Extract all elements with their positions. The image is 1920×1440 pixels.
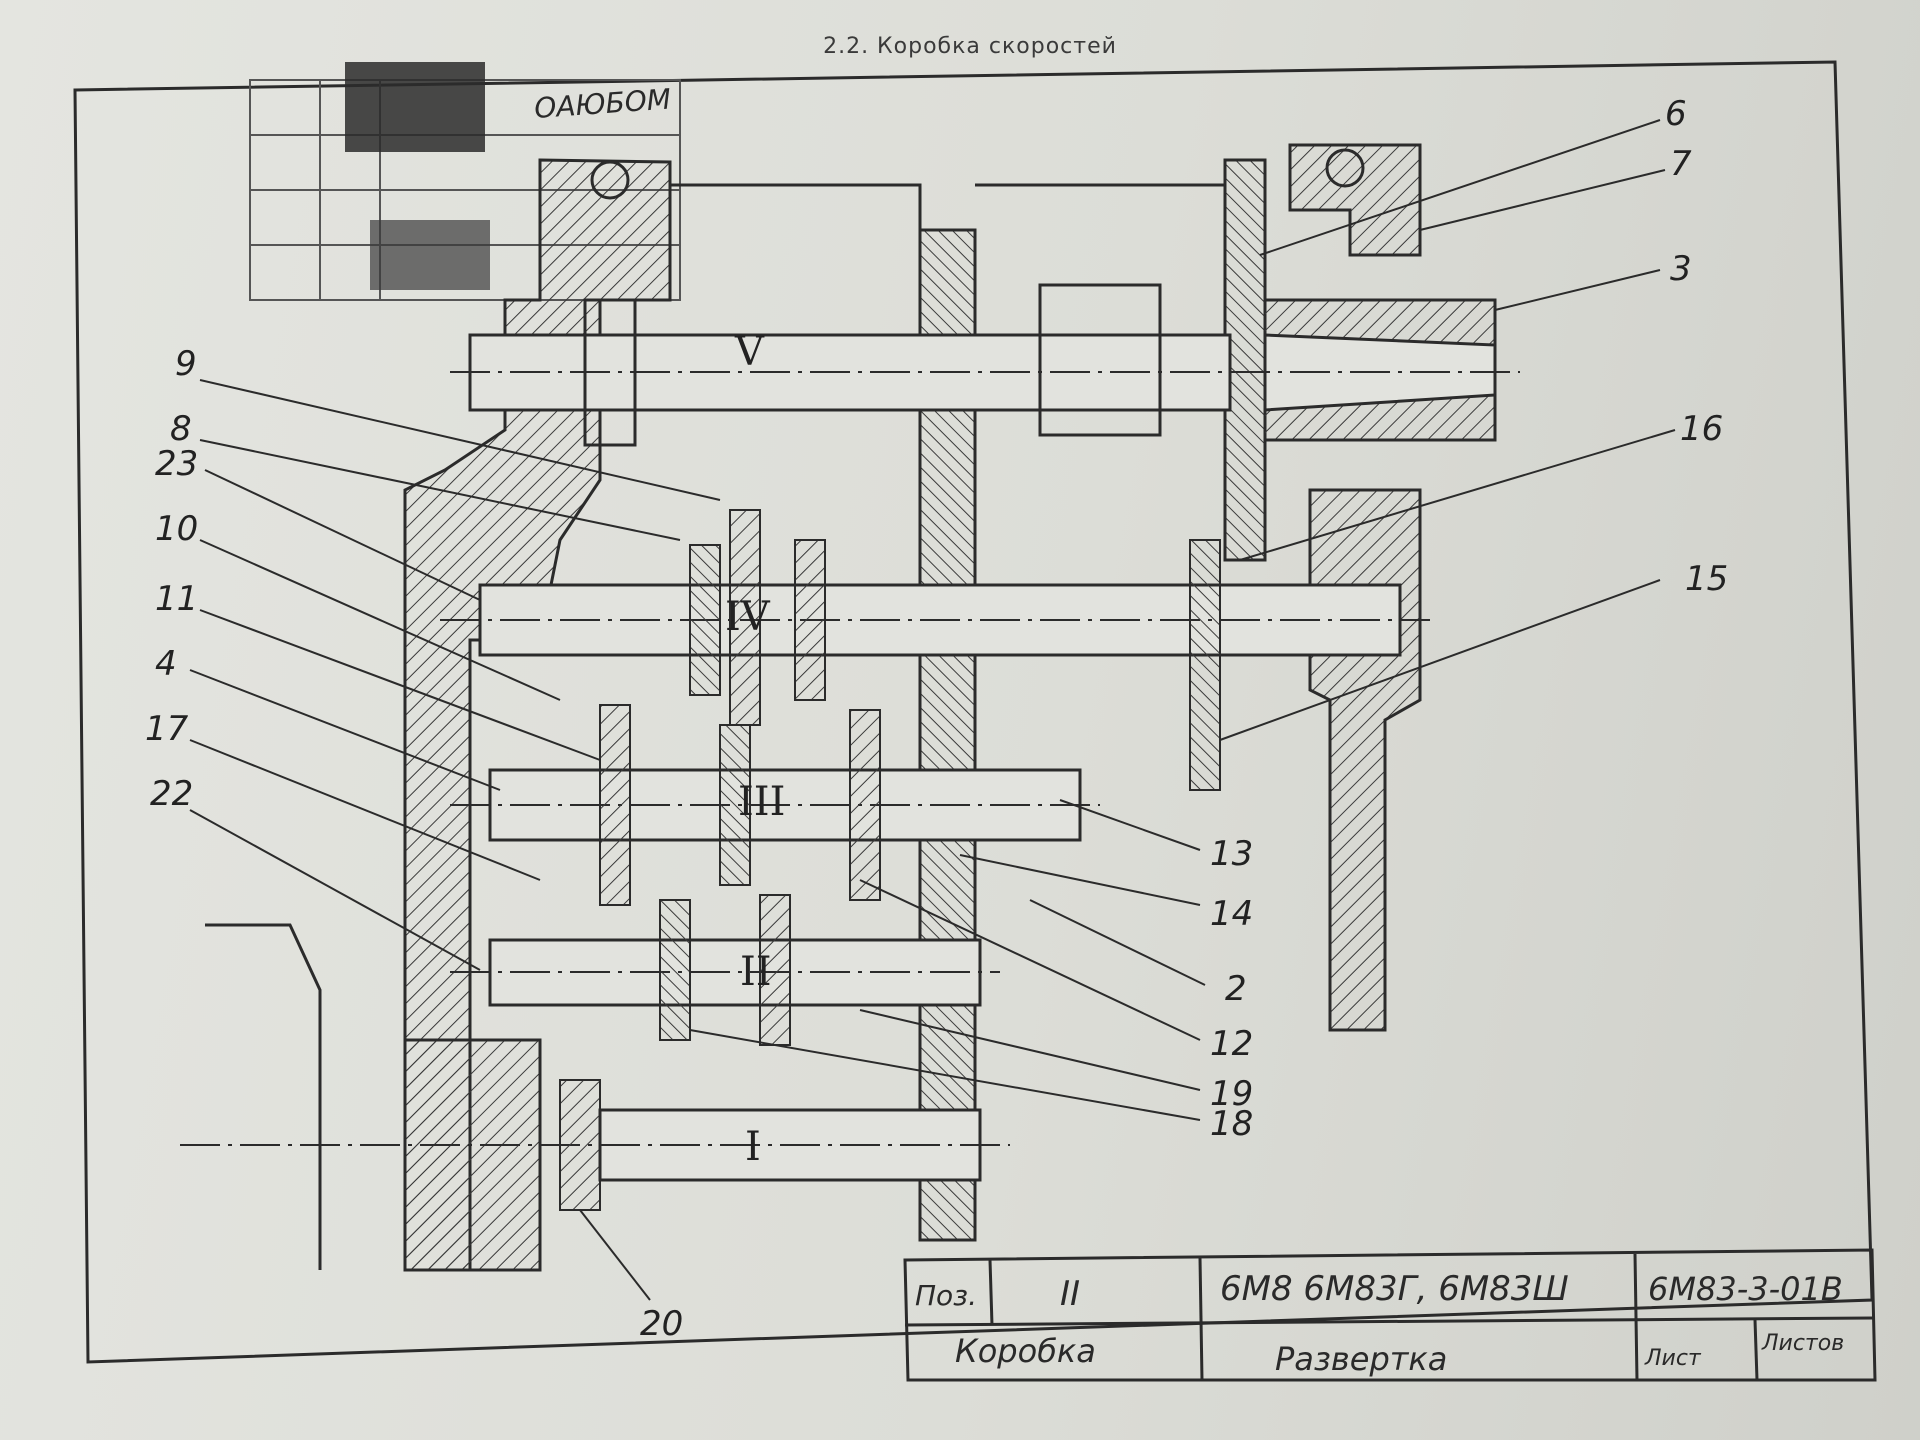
callout-7: 7 (1670, 144, 1692, 184)
shaft-II: II (450, 894, 1000, 1046)
callout-6: 6 (1665, 94, 1687, 134)
callouts-left: 9 8 23 10 11 4 17 22 (145, 344, 198, 814)
callout-16: 16 (1680, 409, 1723, 449)
title-block: Поз. II 6М8 6М83Г, 6М83Ш 6М83-3-01В Коро… (903, 1248, 1877, 1382)
shaft-IV: IV (440, 509, 1430, 791)
title-block-pos-value: II (1060, 1274, 1080, 1314)
shaft-label-V: V (734, 329, 765, 375)
title-block-models: 6М8 6М83Г, 6М83Ш (1220, 1269, 1569, 1309)
callout-4: 4 (155, 644, 177, 684)
shaft-III: III (450, 704, 1100, 906)
stamp-table: ОАЮБОМ (249, 62, 681, 301)
callouts-right: 6 7 3 16 15 13 14 2 12 19 18 (1210, 94, 1728, 1144)
shaft-label-IV: IV (725, 594, 771, 640)
callout-18: 18 (1210, 1104, 1253, 1144)
leader-lines (189, 119, 1676, 1301)
page-title: 2.2. Коробка скоростей (823, 34, 1117, 59)
title-block-pos-label: Поз. (915, 1279, 977, 1312)
callout-9: 9 (175, 344, 197, 384)
shaft-label-III: III (738, 779, 785, 825)
callout-13: 13 (1210, 834, 1253, 874)
title-block-sheets-label: Листов (1761, 1331, 1844, 1356)
callout-23: 23 (155, 444, 198, 484)
callout-12: 12 (1210, 1024, 1253, 1064)
callout-19: 19 (1210, 1074, 1253, 1114)
shaft-I: I (180, 1079, 1010, 1211)
shaft-V: V (450, 283, 1520, 447)
shaft-label-I: I (745, 1124, 761, 1170)
callout-14: 14 (1210, 894, 1253, 934)
callout-15: 15 (1685, 559, 1728, 599)
stamp-text: ОАЮБОМ (533, 83, 672, 125)
callouts-bottom: 20 (640, 1304, 683, 1344)
callout-2: 2 (1225, 969, 1247, 1009)
title-block-name-1: Коробка (955, 1332, 1096, 1370)
callout-22: 22 (150, 774, 193, 814)
callout-17: 17 (145, 709, 189, 749)
title-block-name-2: Развертка (1275, 1340, 1447, 1378)
title-block-sheet-label: Лист (1644, 1346, 1702, 1371)
callout-8: 8 (170, 409, 192, 449)
title-block-doc-code: 6М83-3-01В (1648, 1270, 1843, 1308)
callout-3: 3 (1670, 249, 1692, 289)
callout-20: 20 (640, 1304, 683, 1344)
shaft-label-II: II (740, 949, 772, 995)
callout-10: 10 (155, 509, 198, 549)
callout-11: 11 (155, 579, 198, 619)
